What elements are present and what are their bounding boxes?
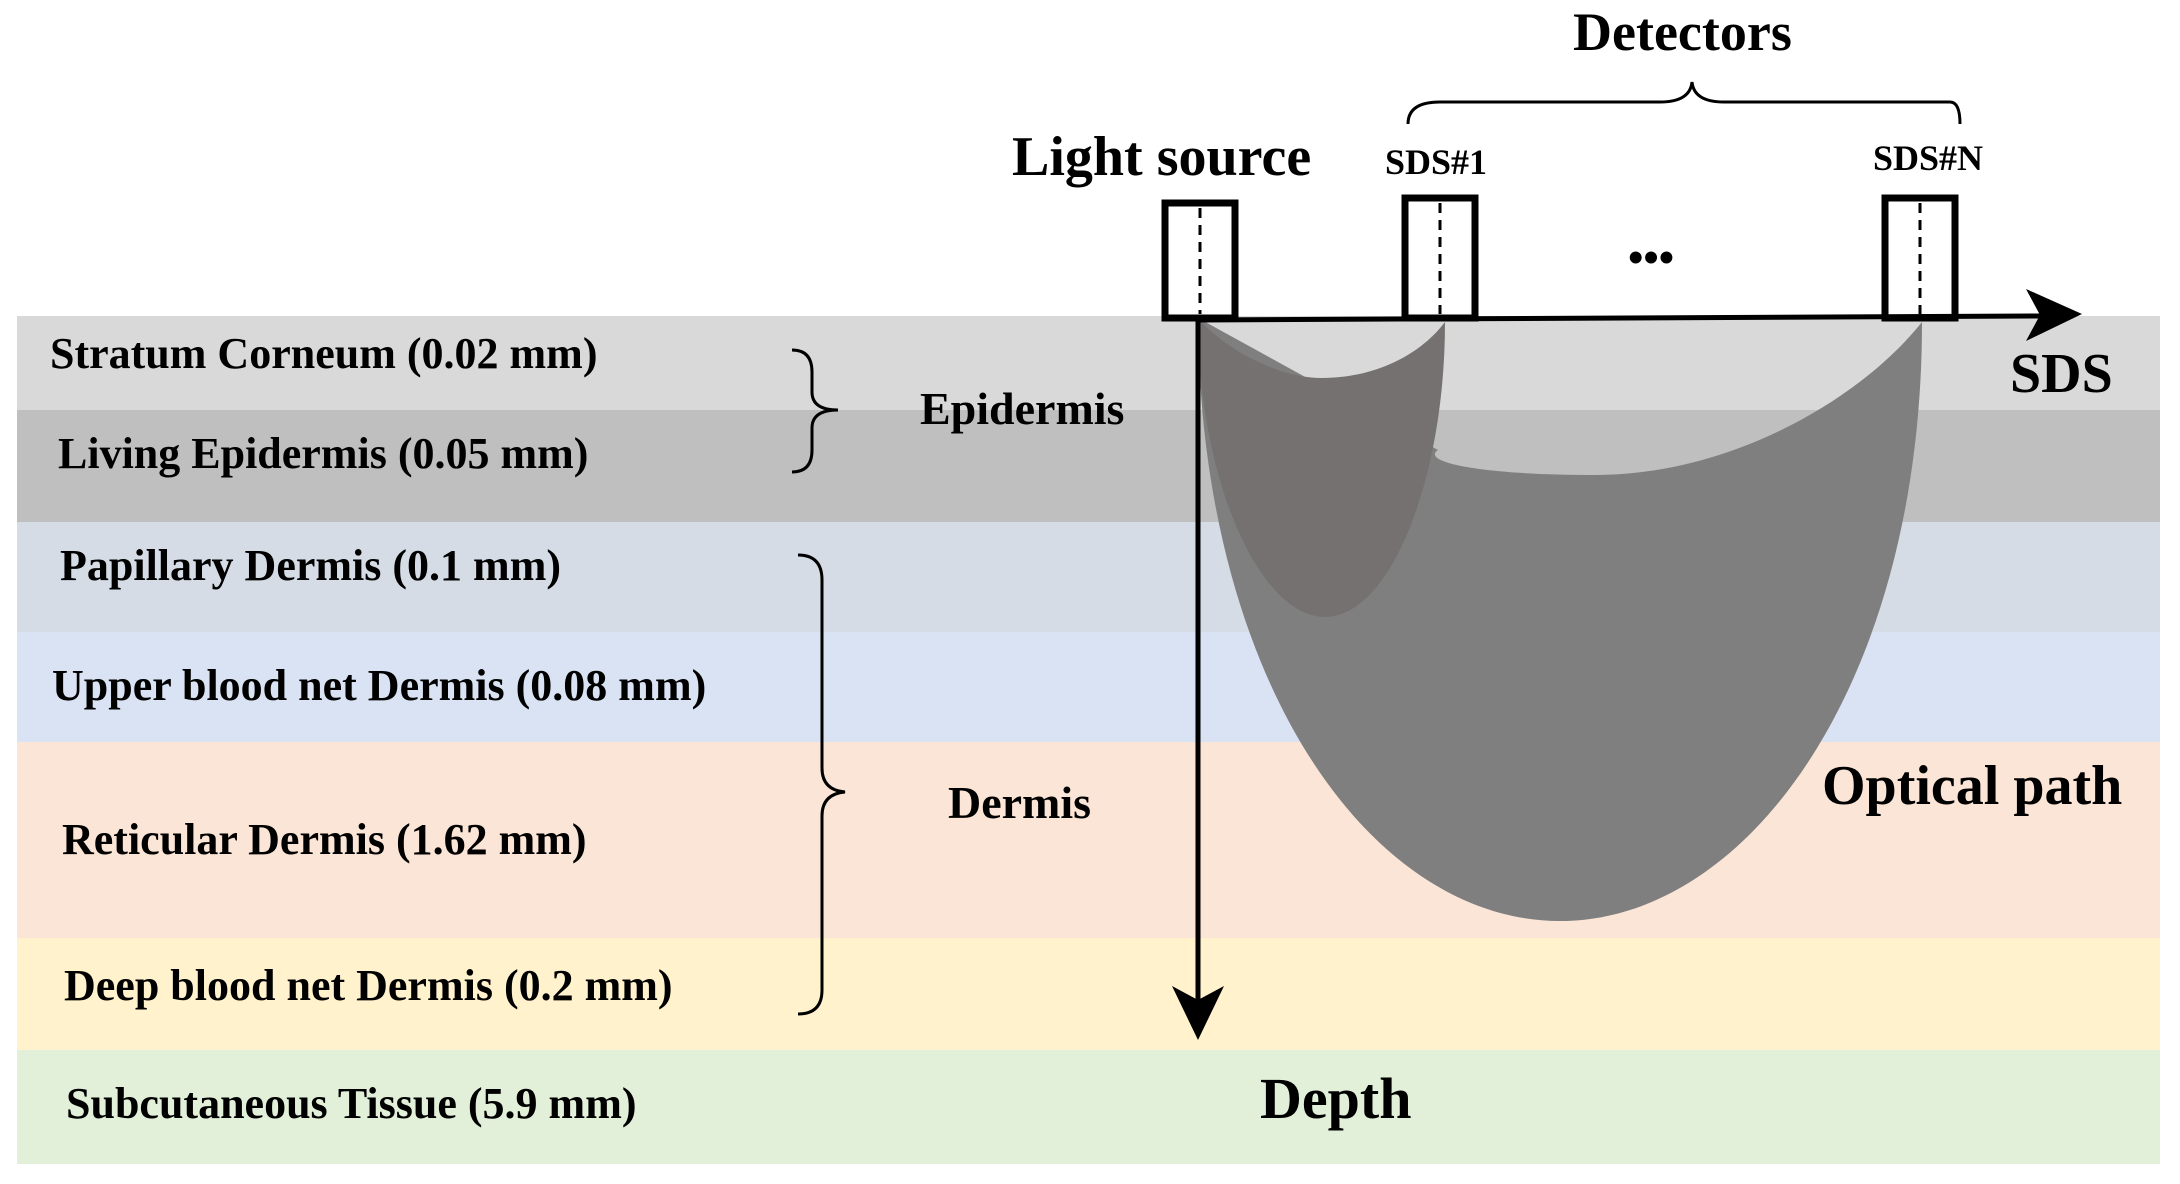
- layer-label-papillary-dermis: Papillary Dermis (0.1 mm): [60, 541, 561, 590]
- layer-deep-blood-net-band: [17, 938, 2160, 1050]
- sds-axis-label: SDS: [2010, 343, 2113, 405]
- group-label-dermis: Dermis: [948, 777, 1091, 828]
- epidermis-brace: [791, 348, 839, 474]
- ellipsis-dots: •••: [1628, 233, 1674, 282]
- light-source-rect: [1161, 199, 1239, 322]
- light-source-label: Light source: [1012, 126, 1311, 188]
- layer-label-subcutaneous: Subcutaneous Tissue (5.9 mm): [66, 1079, 637, 1128]
- optical-path-shapes: [1198, 318, 1922, 921]
- dermis-brace: [797, 553, 846, 1016]
- detectors-brace: [1406, 81, 1962, 125]
- layer-stratum-corneum-band: [17, 316, 2160, 410]
- detector-sdsN-rect: [1881, 194, 1959, 322]
- layer-label-reticular-dermis: Reticular Dermis (1.62 mm): [62, 815, 587, 864]
- depth-axis-arrowhead: [1172, 986, 1224, 1040]
- layer-label-living-epidermis: Living Epidermis (0.05 mm): [58, 429, 588, 478]
- layer-label-stratum-corneum: Stratum Corneum (0.02 mm): [50, 329, 597, 378]
- layer-label-upper-blood-net: Upper blood net Dermis (0.08 mm): [52, 661, 706, 710]
- detector-sds1-rect: [1401, 194, 1479, 322]
- optical-path-label: Optical path: [1822, 755, 2122, 817]
- detector-sdsN-box: [1881, 194, 1959, 322]
- probe-elements: [1161, 194, 1959, 322]
- sdsN-label: SDS#N: [1873, 138, 1983, 178]
- braces: [791, 81, 1962, 1016]
- layer-subcutaneous-band: [17, 1050, 2160, 1164]
- light-source-box: [1161, 199, 1239, 322]
- group-label-epidermis: Epidermis: [920, 383, 1124, 434]
- layer-reticular-dermis-band: [17, 742, 2160, 938]
- detectors-label: Detectors: [1573, 2, 1792, 62]
- layer-labels: Stratum Corneum (0.02 mm) Living Epiderm…: [50, 329, 706, 1128]
- detector-sds1-box: [1401, 194, 1479, 322]
- sds1-label: SDS#1: [1385, 142, 1487, 182]
- layer-label-deep-blood-net: Deep blood net Dermis (0.2 mm): [64, 961, 673, 1010]
- depth-axis-label: Depth: [1260, 1066, 1411, 1131]
- sds-axis-arrowhead: [2026, 289, 2082, 341]
- optical-path-small: [1198, 318, 1445, 617]
